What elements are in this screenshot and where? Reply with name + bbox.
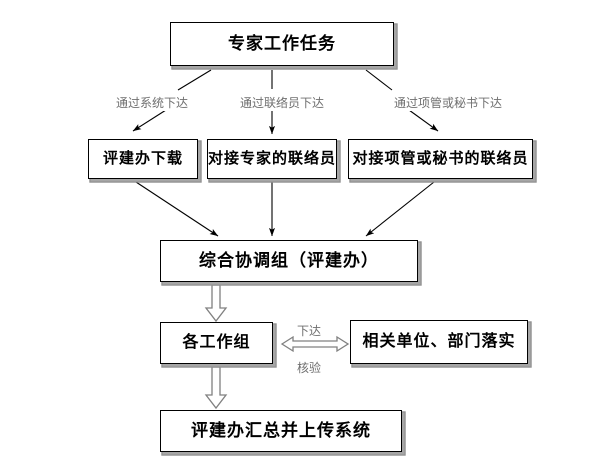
node-label: 相关单位、部门落实 xyxy=(362,333,516,351)
edge-label-via-liaison: 通过联络员下达 xyxy=(238,94,327,111)
edge-label-via-pm-secretary: 通过项管或秘书下达 xyxy=(392,94,505,111)
node-label: 综合协调组（评建办） xyxy=(199,250,379,270)
node-label: 对接项管或秘书的联络员 xyxy=(352,150,529,167)
node-label: 各工作组 xyxy=(182,334,251,352)
node-expert-work-task[interactable]: 专家工作任务 xyxy=(170,22,394,66)
edge-label-via-system: 通过系统下达 xyxy=(114,94,191,111)
node-label: 评建办汇总并上传系统 xyxy=(191,420,371,440)
node-work-groups[interactable]: 各工作组 xyxy=(160,322,273,364)
node-label: 专家工作任务 xyxy=(228,33,336,53)
node-pm-secretary-liaison[interactable]: 对接项管或秘书的联络员 xyxy=(348,139,533,179)
connector-workgroups-to-units xyxy=(280,335,350,353)
node-evaluation-office-download[interactable]: 评建办下载 xyxy=(88,139,198,179)
connector-coord-to-workgroups xyxy=(204,284,228,323)
edge-label-verify: 核验 xyxy=(295,359,324,376)
connector-workgroups-to-summary xyxy=(204,366,228,410)
node-label: 对接专家的联络员 xyxy=(208,150,337,167)
node-expert-liaison[interactable]: 对接专家的联络员 xyxy=(207,139,337,179)
node-label: 评建办下载 xyxy=(102,150,183,167)
node-coordination-group[interactable]: 综合协调组（评建办） xyxy=(160,240,418,282)
node-summary-upload-system[interactable]: 评建办汇总并上传系统 xyxy=(160,410,402,452)
edge-label-issue-down: 下达 xyxy=(295,322,324,339)
connector-liaison-pm-to-coord xyxy=(365,181,435,237)
node-related-units-departments[interactable]: 相关单位、部门落实 xyxy=(350,320,528,364)
connector-download-to-coord xyxy=(135,181,219,237)
